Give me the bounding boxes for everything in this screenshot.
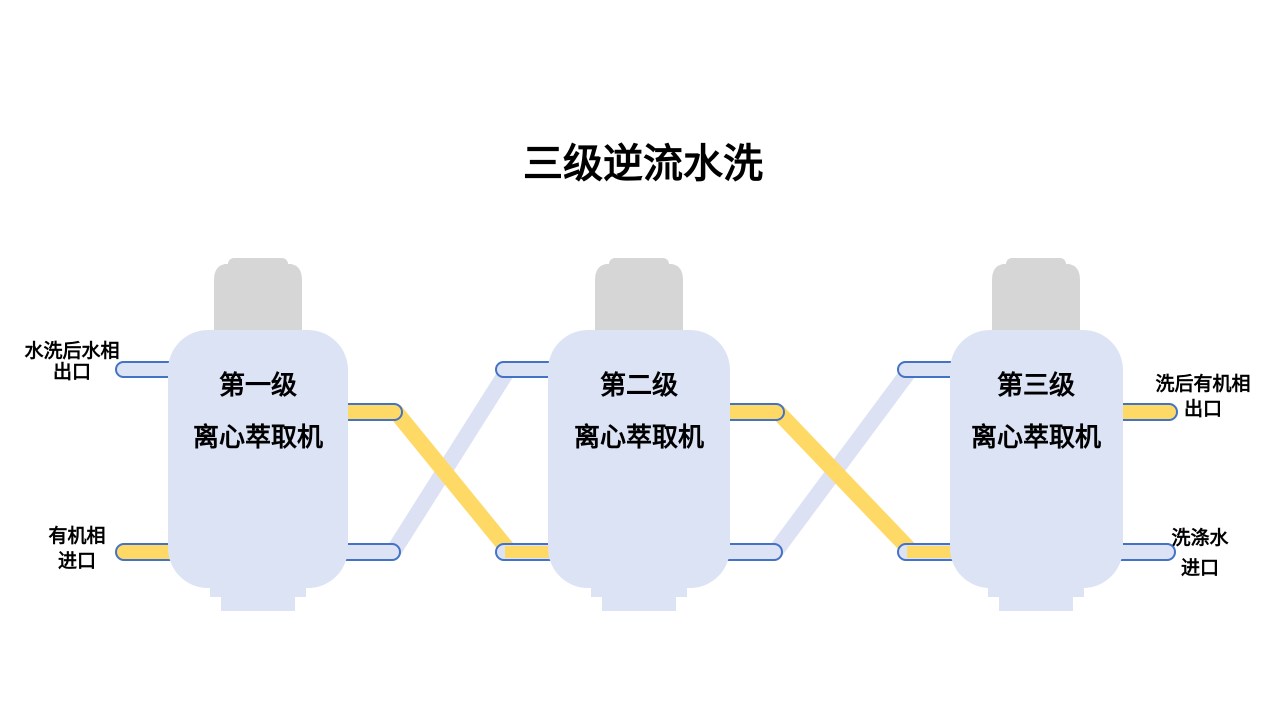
extractor-cap [214,258,302,333]
label-line: 进口 [58,550,96,572]
label-line: 进口 [1181,557,1219,579]
label-organic-inlet: 有机相 进口 [48,524,105,572]
extractor-stage-1: 第一级 离心萃取机 [168,258,348,611]
extractor-stage-2: 第二级 离心萃取机 [548,258,730,611]
label-line: 洗涤水 [1171,526,1229,549]
extractor-type-label: 离心萃取机 [193,422,323,452]
extractor-stage-3: 第三级 离心萃取机 [950,258,1123,611]
extractor-stage-label: 第三级 [997,370,1075,400]
extractor-type-label: 离心萃取机 [971,422,1101,452]
water-pipe-stage2-to-stage1 [385,362,516,560]
label-line: 出口 [1184,397,1222,420]
extractor-stage-label: 第二级 [600,370,678,400]
extractor-body [548,330,730,588]
extractor-cap [992,258,1080,333]
extractor-body [168,330,348,588]
water-pipe-stage3-to-stage2 [767,362,918,560]
label-line: 有机相 [48,524,105,547]
labels-layer: 水洗后水相 出口 有机相 进口 洗后有机相 出口 洗涤水 进口 [24,339,1250,579]
page-title: 三级逆流水洗 [523,142,763,186]
label-washed-organic-outlet: 洗后有机相 出口 [1155,372,1250,420]
organic-flow-overlay-stage2 [505,546,552,558]
extractor-body [950,330,1123,588]
label-line: 洗后有机相 [1155,372,1250,395]
label-washed-water-outlet: 水洗后水相 出口 [24,339,119,383]
extractor-type-label: 离心萃取机 [574,422,704,452]
extractor-stage-label: 第一级 [219,370,297,400]
label-line: 水洗后水相 [24,339,119,362]
organic-flow-overlay-stage3 [907,546,954,558]
label-wash-water-inlet: 洗涤水 进口 [1171,526,1229,579]
extractor-cap [595,258,683,333]
ports-layer [115,361,1178,561]
label-line: 出口 [53,360,91,383]
